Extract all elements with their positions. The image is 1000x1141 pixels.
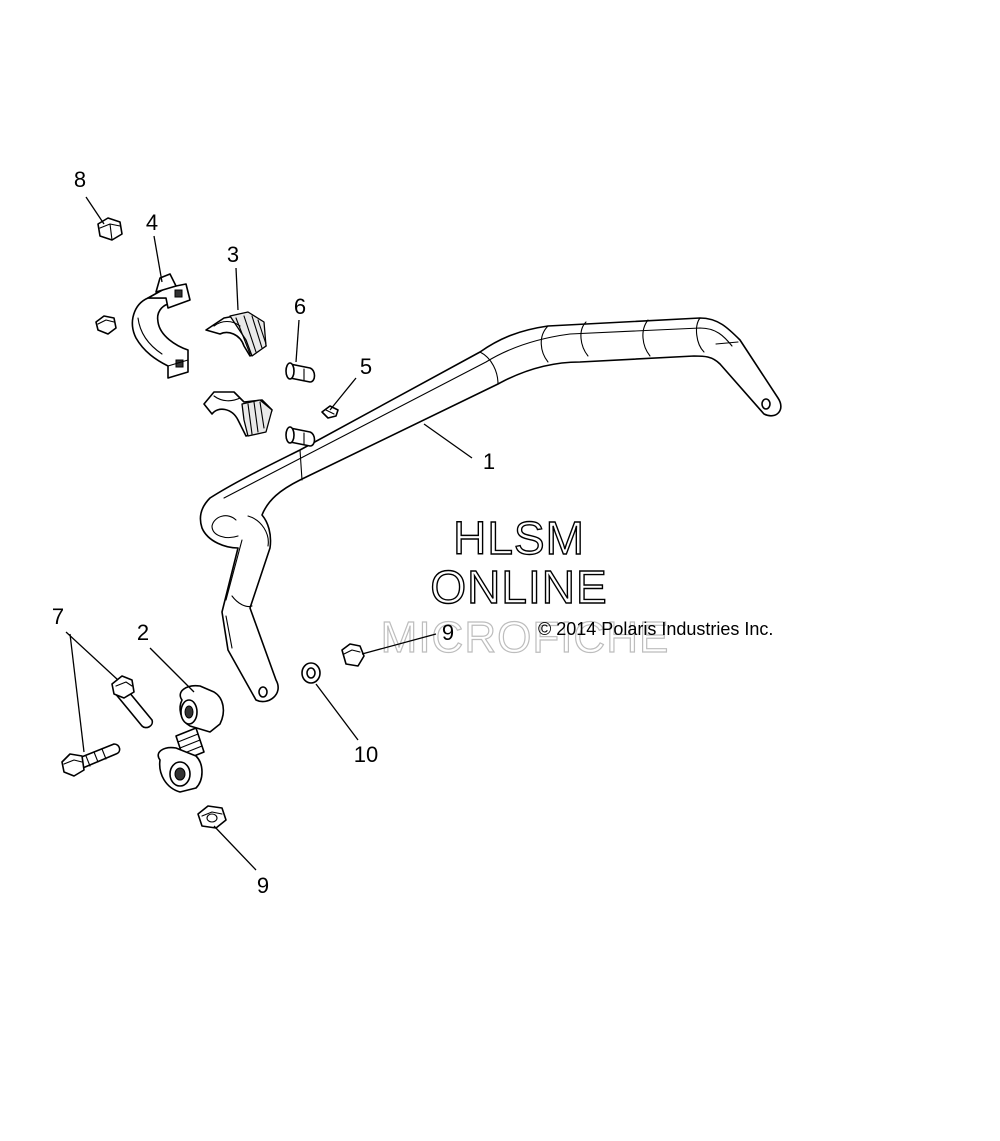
watermark: MICROFICHE HLSM ONLINE: [380, 511, 670, 662]
callout-2: 2: [137, 620, 149, 645]
stabilizer-bar[interactable]: [199, 317, 782, 703]
leader-2: [149, 647, 195, 693]
bolt-upper[interactable]: [111, 675, 154, 729]
callout-5: 5: [360, 354, 372, 379]
leader-7a: [65, 631, 119, 681]
leader-10: [315, 683, 359, 741]
leader-7b: [69, 633, 85, 753]
screw-upper[interactable]: [285, 362, 316, 383]
watermark-line1: HLSM: [453, 512, 585, 564]
callout-labels: 8 4 3 6 5 1 2 7 9 10 9: [52, 167, 495, 898]
washer[interactable]: [301, 662, 321, 684]
leader-8: [85, 196, 105, 225]
leader-6: [295, 319, 300, 363]
callout-4: 4: [146, 210, 158, 235]
leader-9-lower: [213, 825, 257, 871]
screw-lower[interactable]: [285, 426, 316, 447]
watermark-line2: ONLINE: [430, 561, 607, 613]
leader-3: [235, 267, 239, 311]
copyright-text: © 2014 Polaris Industries Inc.: [538, 619, 773, 639]
callout-10: 10: [354, 742, 378, 767]
callout-8: 8: [74, 167, 86, 192]
clip[interactable]: [321, 405, 339, 419]
nut-lower[interactable]: [95, 315, 117, 335]
flange-nut-right[interactable]: [341, 643, 365, 667]
leader-1: [423, 423, 473, 459]
bushing-lower[interactable]: [203, 391, 273, 437]
bolt-lower[interactable]: [61, 743, 121, 777]
callout-3: 3: [227, 242, 239, 267]
callout-7: 7: [52, 604, 64, 629]
callout-1: 1: [483, 449, 495, 474]
leader-4: [153, 235, 163, 283]
leader-9-right: [361, 633, 437, 655]
watermark-line3: MICROFICHE: [381, 613, 670, 662]
callout-9-lower: 9: [257, 873, 269, 898]
leader-lines: [65, 196, 473, 871]
flange-nut-lower[interactable]: [197, 805, 227, 829]
callout-9-right: 9: [442, 620, 454, 645]
end-link[interactable]: [157, 684, 225, 793]
callout-6: 6: [294, 294, 306, 319]
bracket-clamp[interactable]: [131, 273, 191, 379]
bushing-upper[interactable]: [205, 311, 267, 357]
leader-5: [329, 377, 357, 411]
